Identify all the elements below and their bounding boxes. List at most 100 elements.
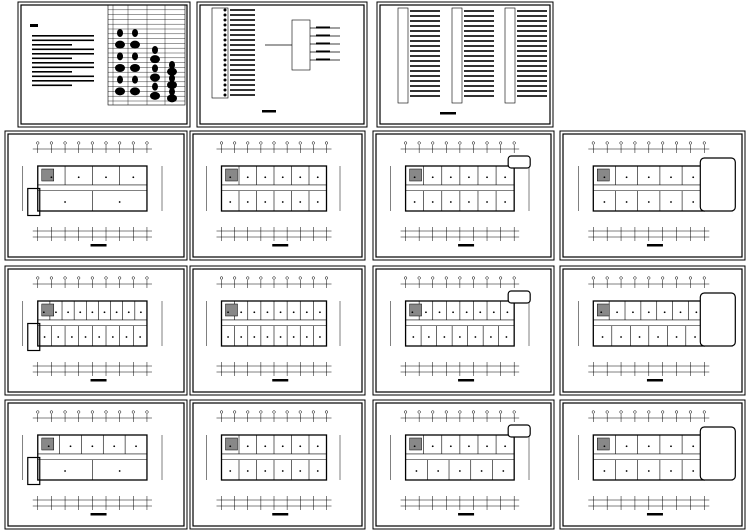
axis-bubble: [647, 276, 651, 280]
light-fixture-icon: [616, 311, 618, 314]
axis-bubble: [647, 141, 651, 145]
axis-bubble: [485, 141, 489, 145]
circuit-label: [230, 19, 255, 21]
axis-bubble: [63, 276, 67, 280]
sheet-system-diagram-1: [196, 1, 368, 128]
light-fixture-icon: [695, 311, 698, 314]
axis-bubble: [324, 276, 329, 280]
legend-symbol: [117, 52, 123, 61]
circuit-label: [316, 50, 330, 53]
axis-bubble: [259, 141, 263, 145]
legend-symbol: [169, 87, 175, 96]
light-fixture-icon: [670, 445, 672, 448]
light-fixture-icon: [647, 445, 650, 448]
axis-bubble: [272, 410, 276, 414]
axis-bubble: [458, 141, 462, 145]
light-fixture-icon: [411, 311, 414, 314]
sheet-floor-plan: [4, 130, 188, 261]
sheet-title: [90, 513, 107, 516]
notes-text-line: [32, 80, 94, 82]
light-fixture-icon: [292, 311, 295, 314]
circuit-label: [464, 85, 494, 87]
light-fixture-icon: [412, 336, 415, 338]
light-fixture-icon: [229, 470, 232, 472]
sheet-title: [440, 112, 456, 115]
light-fixture-icon: [264, 470, 267, 472]
breaker-icon: [223, 88, 227, 92]
circuit-label: [230, 39, 255, 41]
breaker-icon: [223, 23, 227, 27]
sheet-outer-frame: [559, 399, 746, 530]
circuit-label: [517, 85, 547, 87]
legend-symbol: [150, 55, 160, 64]
light-fixture-icon: [264, 176, 267, 179]
axis-bubble: [63, 141, 67, 145]
breaker-icon: [223, 33, 227, 37]
light-fixture-icon: [458, 470, 461, 472]
legend-symbol: [132, 52, 138, 61]
circuit-label: [230, 74, 255, 76]
axis-bubble: [661, 276, 665, 280]
stair-core: [409, 437, 422, 451]
light-fixture-icon: [504, 445, 507, 448]
light-fixture-icon: [246, 445, 249, 448]
light-fixture-icon: [449, 201, 452, 203]
sheet-title: [458, 513, 475, 516]
light-fixture-icon: [449, 445, 452, 448]
stair-core: [409, 168, 422, 182]
light-fixture-icon: [67, 311, 69, 314]
axis-bubble: [246, 410, 250, 414]
legend-symbol: [130, 64, 140, 72]
circuit-label: [230, 59, 255, 61]
light-fixture-icon: [299, 201, 302, 203]
axis-bubble: [63, 410, 67, 414]
stair-core: [225, 303, 238, 317]
light-fixture-icon: [55, 311, 57, 314]
axis-bubble: [647, 410, 651, 414]
light-fixture-icon: [305, 311, 308, 314]
circuit-label: [464, 25, 494, 27]
axis-bubble: [417, 276, 421, 280]
circuit-label: [410, 20, 440, 22]
legend-symbol: [152, 82, 158, 91]
breaker-icon: [223, 83, 227, 87]
circuit-label: [230, 89, 255, 91]
light-fixture-icon: [490, 336, 492, 338]
axis-bubble: [444, 141, 448, 145]
axis-bubble: [431, 276, 435, 280]
breaker-icon: [223, 38, 227, 42]
axis-bubble: [131, 141, 135, 145]
axis-bubble: [298, 276, 302, 280]
light-fixture-icon: [281, 445, 284, 448]
circuit-label: [230, 34, 255, 36]
legend-symbol: [152, 46, 158, 54]
stair-core: [225, 168, 238, 182]
light-fixture-icon: [98, 336, 101, 338]
breaker-icon: [223, 78, 227, 82]
sheet-inner-frame: [7, 268, 185, 393]
breaker-icon: [223, 43, 227, 47]
light-fixture-icon: [127, 311, 130, 314]
circuit-label: [464, 55, 494, 57]
light-fixture-icon: [427, 336, 430, 338]
light-fixture-icon: [79, 311, 82, 314]
circuit-label: [464, 40, 494, 42]
light-fixture-icon: [316, 176, 319, 179]
light-fixture-icon: [506, 311, 509, 314]
sheet-title: [272, 379, 289, 382]
light-fixture-icon: [292, 336, 295, 338]
light-fixture-icon: [670, 176, 672, 179]
circuit-label: [517, 80, 547, 82]
distribution-bus: [397, 7, 409, 104]
light-fixture-icon: [647, 201, 650, 203]
axis-bubble: [285, 141, 289, 145]
axis-bubble: [688, 276, 692, 280]
light-fixture-icon: [91, 445, 94, 448]
breaker-icon: [223, 13, 227, 17]
legend-symbol: [115, 87, 125, 96]
circuit-label: [464, 90, 494, 92]
sheet-notes: [17, 1, 191, 128]
circuit-label: [410, 80, 440, 82]
sheet-floor-plan: [559, 130, 746, 261]
legend-symbol: [115, 40, 125, 49]
